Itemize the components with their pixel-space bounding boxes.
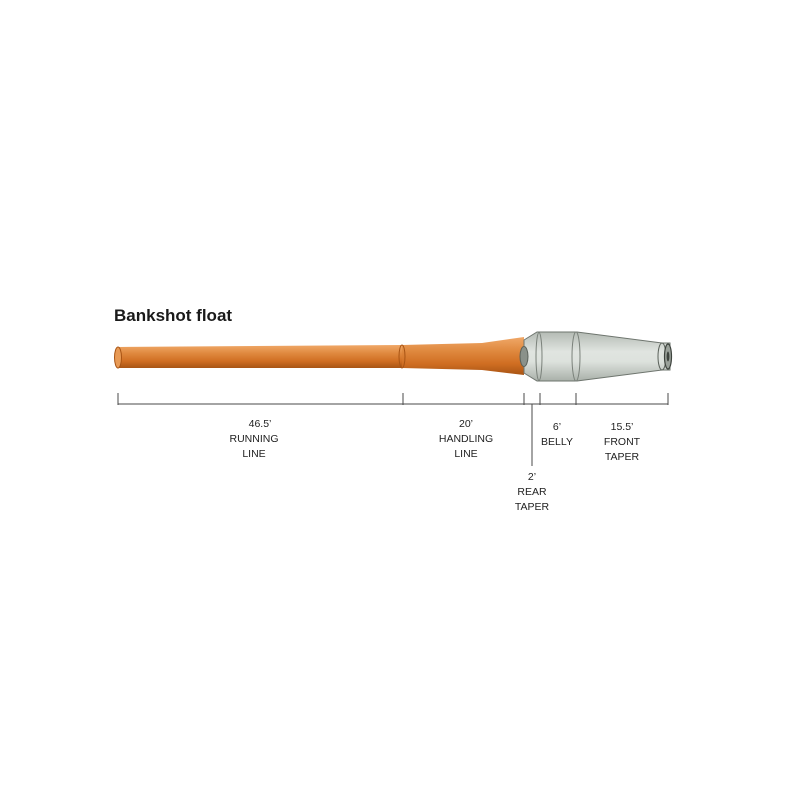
segment-length: 15.5’ <box>611 421 634 433</box>
label-running-line: 46.5’ RUNNING LINE <box>230 418 279 460</box>
segment-name-line: REAR <box>517 486 547 498</box>
segment-length: 46.5’ <box>249 418 272 430</box>
segment-length: 2’ <box>528 471 536 483</box>
segment-name-line: LINE <box>242 448 265 460</box>
handling-line-body <box>402 337 524 375</box>
segment-labels: 46.5’ RUNNING LINE 20’ HANDLING LINE 2’ … <box>230 418 641 513</box>
label-front-taper: 15.5’ FRONT TAPER <box>604 421 641 463</box>
segment-name-line: TAPER <box>605 451 640 463</box>
dimension-scale <box>117 393 669 466</box>
diagram-title: Bankshot float <box>114 306 232 325</box>
segment-name-line: RUNNING <box>230 433 279 445</box>
segment-length: 20’ <box>459 418 473 430</box>
segment-length: 6’ <box>553 421 561 433</box>
belly-end-ring <box>571 331 581 382</box>
segment-name-line: HANDLING <box>439 433 493 445</box>
handling-line-joint <box>398 344 406 369</box>
rear-taper-ring <box>519 346 529 367</box>
orange-line-section <box>114 337 524 375</box>
gray-head-section <box>519 331 673 382</box>
label-rear-taper: 2’ REAR TAPER <box>515 471 550 513</box>
segment-name-line: BELLY <box>541 436 573 448</box>
running-line-end-cap <box>114 346 122 369</box>
segment-name-line: LINE <box>454 448 477 460</box>
label-belly: 6’ BELLY <box>541 421 573 448</box>
segment-name-line: TAPER <box>515 501 550 513</box>
head-body <box>523 331 671 382</box>
label-handling-line: 20’ HANDLING LINE <box>439 418 493 460</box>
segment-name-line: FRONT <box>604 436 641 448</box>
belly-start-ring <box>535 332 543 381</box>
running-line-body <box>118 345 402 368</box>
tip-end-hole <box>666 351 670 362</box>
